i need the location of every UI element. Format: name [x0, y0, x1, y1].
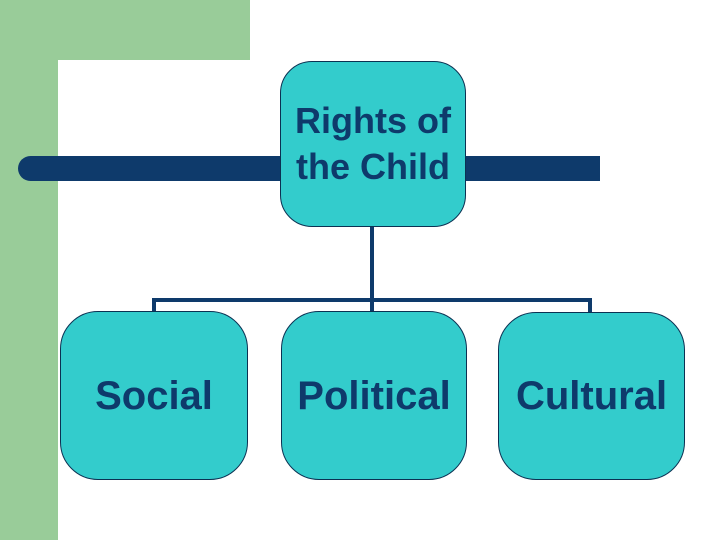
diagram-node-cultural: Cultural	[498, 312, 685, 480]
child-node-label: Cultural	[515, 374, 668, 418]
green-sidebar-band	[0, 0, 58, 540]
connector-horizontal	[152, 298, 592, 302]
connector-social-stub	[152, 298, 156, 312]
diagram-node-political: Political	[281, 311, 467, 480]
diagram-node-rights-of-the-child: Rights of the Child	[280, 61, 466, 227]
connector-cultural-stub	[588, 298, 592, 312]
connector-root-vertical	[370, 227, 374, 311]
green-top-strip	[0, 0, 250, 60]
child-node-label: Social	[95, 373, 213, 418]
diagram-node-social: Social	[60, 311, 248, 480]
root-node-label-line2: the Child	[296, 146, 450, 187]
child-node-label: Political	[297, 373, 451, 418]
root-node-label-line1: Rights of	[295, 100, 451, 141]
